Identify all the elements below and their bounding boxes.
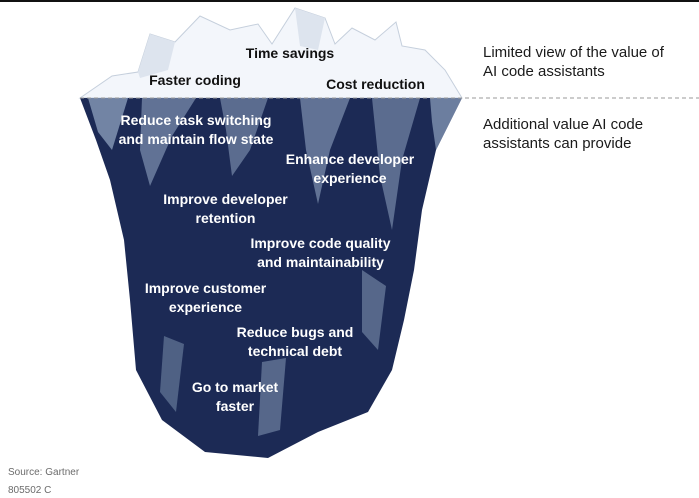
note-line: Limited view of the value of	[483, 44, 664, 61]
label-improve-code-quality: Improve code quality and maintainability	[238, 234, 403, 272]
figure-id: 805502 C	[8, 485, 52, 496]
ice-facet	[160, 336, 184, 412]
label-enhance-developer-experience: Enhance developer experience	[275, 150, 425, 188]
label-line: technical debt	[247, 343, 343, 359]
source-label: Source: Gartner	[8, 467, 80, 478]
label-line: experience	[313, 170, 387, 186]
label-line: Improve developer	[163, 191, 288, 207]
label-go-to-market: Go to market faster	[175, 378, 295, 416]
label-line: Improve customer	[144, 280, 267, 296]
label-line: Reduce bugs and	[236, 324, 354, 340]
note-additional-value: Additional value AI code assistants can …	[483, 115, 643, 153]
label-line: Improve code quality	[250, 235, 391, 251]
iceberg-underwater	[80, 98, 462, 458]
ice-facet	[258, 358, 286, 436]
label-line: retention	[195, 210, 256, 226]
note-line: Additional value AI code	[483, 116, 644, 133]
top-border	[0, 0, 699, 2]
label-line: Reduce task switching	[120, 112, 272, 128]
label-reduce-task-switching: Reduce task switching and maintain flow …	[106, 111, 286, 149]
note-line: AI code assistants	[483, 63, 605, 80]
ice-facet	[140, 98, 196, 186]
note-line: assistants can provide	[483, 135, 632, 152]
label-line: Go to market	[191, 379, 279, 395]
note-limited-view: Limited view of the value of AI code ass…	[483, 43, 664, 81]
ice-facet	[220, 98, 268, 176]
label-line: and maintain flow state	[118, 131, 274, 147]
label-line: Enhance developer	[285, 151, 415, 167]
label-cost-reduction: Cost reduction	[326, 76, 425, 92]
ice-facet	[430, 98, 462, 150]
label-line: and maintainability	[257, 254, 384, 270]
iceberg-tip-shade-2	[295, 8, 325, 50]
label-faster-coding: Faster coding	[149, 72, 241, 88]
iceberg-tip-shade	[138, 34, 175, 78]
label-line: experience	[168, 299, 243, 315]
label-reduce-bugs: Reduce bugs and technical debt	[225, 323, 365, 361]
label-improve-customer-experience: Improve customer experience	[133, 279, 278, 317]
ice-facet	[372, 98, 420, 230]
label-time-savings: Time savings	[245, 45, 335, 61]
ice-facet	[300, 98, 350, 204]
label-improve-developer-retention: Improve developer retention	[153, 190, 298, 228]
ice-facet	[88, 98, 128, 150]
ice-facet	[362, 270, 386, 350]
label-line: faster	[215, 398, 255, 414]
